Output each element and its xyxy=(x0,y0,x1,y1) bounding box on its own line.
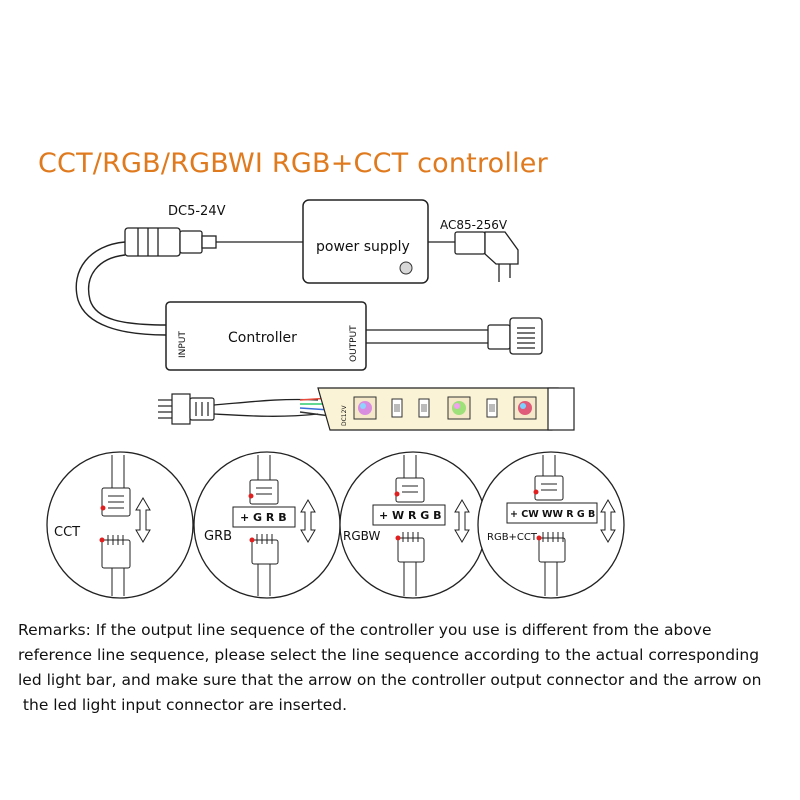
strip-led xyxy=(447,396,471,420)
connector-circle-rgb-cct: + CW WW R G B RGB+CCT xyxy=(477,451,625,599)
remarks-line: led light bar, and make sure that the ar… xyxy=(18,671,762,689)
circle-type-label: CCT xyxy=(54,525,80,540)
strip-voltage-marking: DC12V xyxy=(341,405,348,426)
remarks-line: Remarks: If the output line sequence of … xyxy=(18,621,712,639)
connector-circle-cct: CCT xyxy=(46,451,194,599)
led-strip: DC12V xyxy=(158,387,575,431)
strip-resistor xyxy=(418,398,430,418)
input-label: INPUT xyxy=(178,331,188,358)
circle-sequence-label: + G R B xyxy=(240,511,287,524)
power-supply-label: power supply xyxy=(316,239,410,255)
connector-circle-grb: + G R B GRB xyxy=(193,451,341,599)
dc-voltage-label: DC5-24V xyxy=(168,204,226,219)
circle-type-label: RGB+CCT xyxy=(487,532,538,543)
output-label: OUTPUT xyxy=(349,325,359,362)
strip-led xyxy=(353,396,377,420)
remarks-text: Remarks: If the output line sequence of … xyxy=(18,618,788,718)
remarks-line: reference line sequence, please select t… xyxy=(18,646,760,664)
circle-sequence-label: + W R G B xyxy=(379,509,442,522)
diagram-title: CCT/RGB/RGBWI RGB+CCT controller xyxy=(38,148,548,179)
circle-type-label: GRB xyxy=(204,529,232,544)
ac-voltage-label: AC85-256V xyxy=(440,218,508,232)
power-indicator-led xyxy=(399,261,413,275)
circle-sequence-label: + CW WW R G B xyxy=(510,509,595,520)
strip-resistor xyxy=(486,398,498,418)
controller-label: Controller xyxy=(228,330,297,346)
strip-led xyxy=(513,396,537,420)
output-cable xyxy=(366,317,543,355)
circle-type-label: RGBW xyxy=(343,529,380,543)
strip-plug xyxy=(158,393,215,425)
power-supply: power supply xyxy=(302,199,429,284)
ac-plug xyxy=(428,231,519,282)
dc-cable xyxy=(75,241,167,336)
remarks-line: the led light input connector are insert… xyxy=(18,696,348,714)
strip-resistor xyxy=(391,398,403,418)
controller: Controller INPUT OUTPUT xyxy=(165,301,367,371)
connector-circle-rgbw: + W R G B RGBW xyxy=(339,451,487,599)
dc-barrel-connector xyxy=(124,227,303,257)
